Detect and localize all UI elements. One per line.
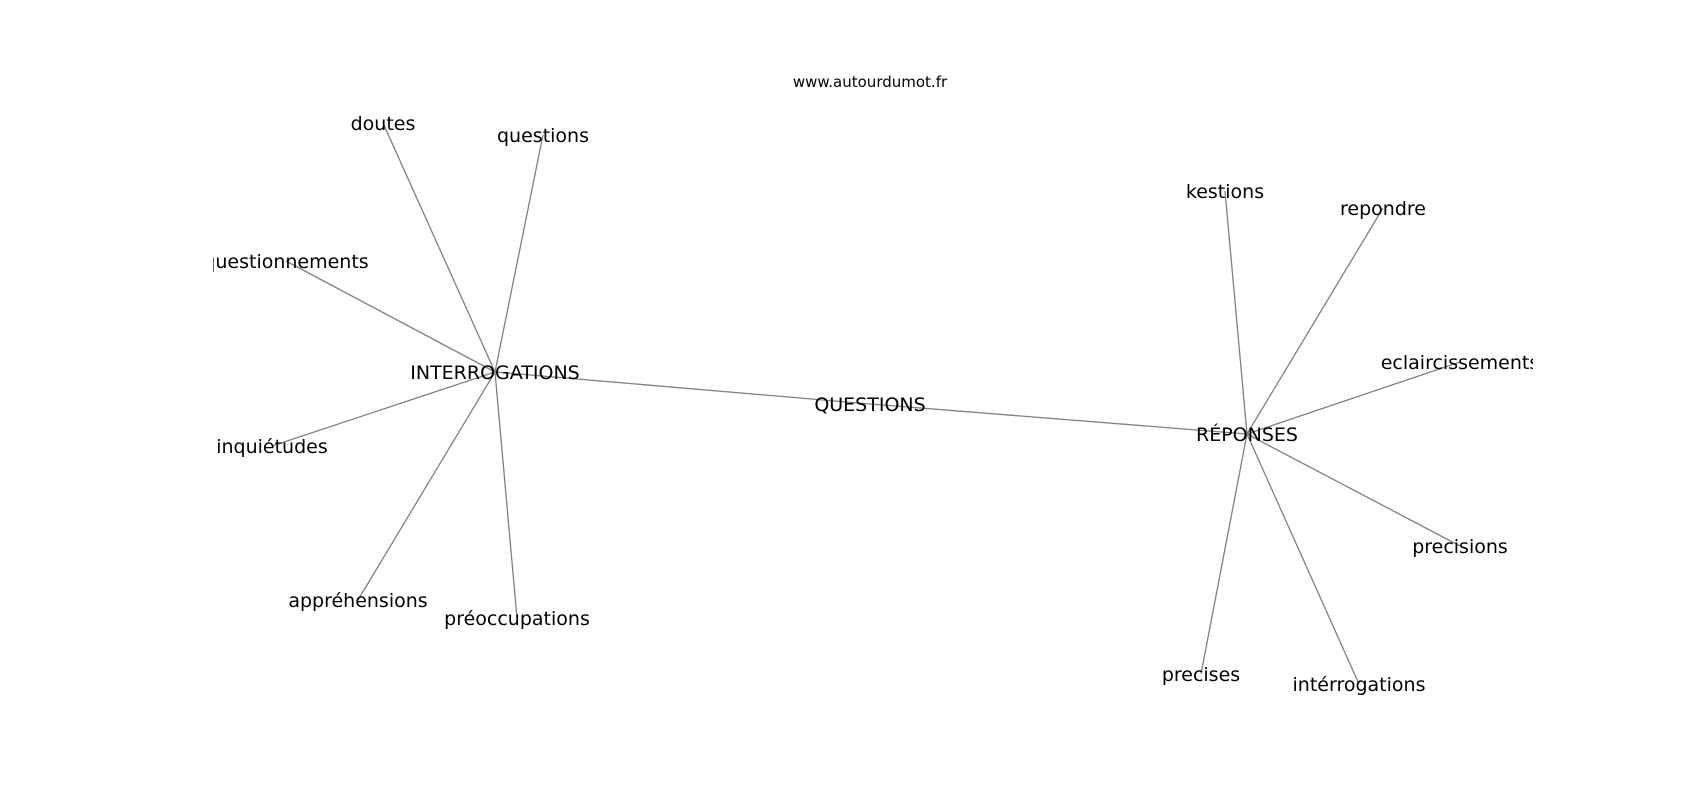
edge-interrogations-questions <box>494 134 544 373</box>
edge-reponses-eclaircissements <box>1246 361 1461 435</box>
edge-interrogations-doutes <box>382 122 496 373</box>
node-center-questions: QUESTIONS <box>814 394 925 416</box>
edge-center-interrogations <box>494 371 871 405</box>
node-kestions: kestions <box>1186 181 1264 203</box>
watermark-text: www.autourdumot.fr <box>793 73 948 91</box>
edge-reponses-kestions <box>1224 190 1248 435</box>
node-repondre: repondre <box>1340 198 1426 220</box>
edge-reponses-interrogations <box>1246 433 1360 685</box>
graph-labels: QUESTIONS INTERROGATIONS doutes questions qu… <box>203 113 1540 696</box>
edge-interrogations-questionnements <box>285 260 496 373</box>
node-apprehensions: appréhensions <box>288 590 427 612</box>
node-precisions: precisions <box>1412 536 1508 558</box>
edge-reponses-precises <box>1200 433 1248 675</box>
edge-reponses-precisions <box>1246 433 1461 547</box>
node-interrogations: intérrogations <box>1293 674 1426 696</box>
graph-edges <box>271 122 1461 685</box>
edge-interrogations-inquietudes <box>271 371 496 447</box>
edge-center-reponses <box>869 403 1248 435</box>
graph-plot-area: QUESTIONS INTERROGATIONS doutes questions qu… <box>203 113 1540 696</box>
node-preoccupations: préoccupations <box>444 608 590 630</box>
node-hub-reponses: RÉPONSES <box>1196 423 1298 446</box>
node-hub-interrogations: INTERROGATIONS <box>410 362 579 384</box>
edge-reponses-repondre <box>1246 207 1384 435</box>
node-doutes: doutes <box>351 113 416 135</box>
edge-interrogations-apprehensions <box>357 371 496 601</box>
node-questionnements: questionnements <box>203 251 368 273</box>
node-inquietudes: inquiétudes <box>216 436 328 458</box>
node-eclaircissements: eclaircissements <box>1381 352 1540 374</box>
node-questions: questions <box>497 125 589 147</box>
node-precises: precises <box>1162 664 1240 686</box>
edge-interrogations-preoccupations <box>494 371 518 619</box>
